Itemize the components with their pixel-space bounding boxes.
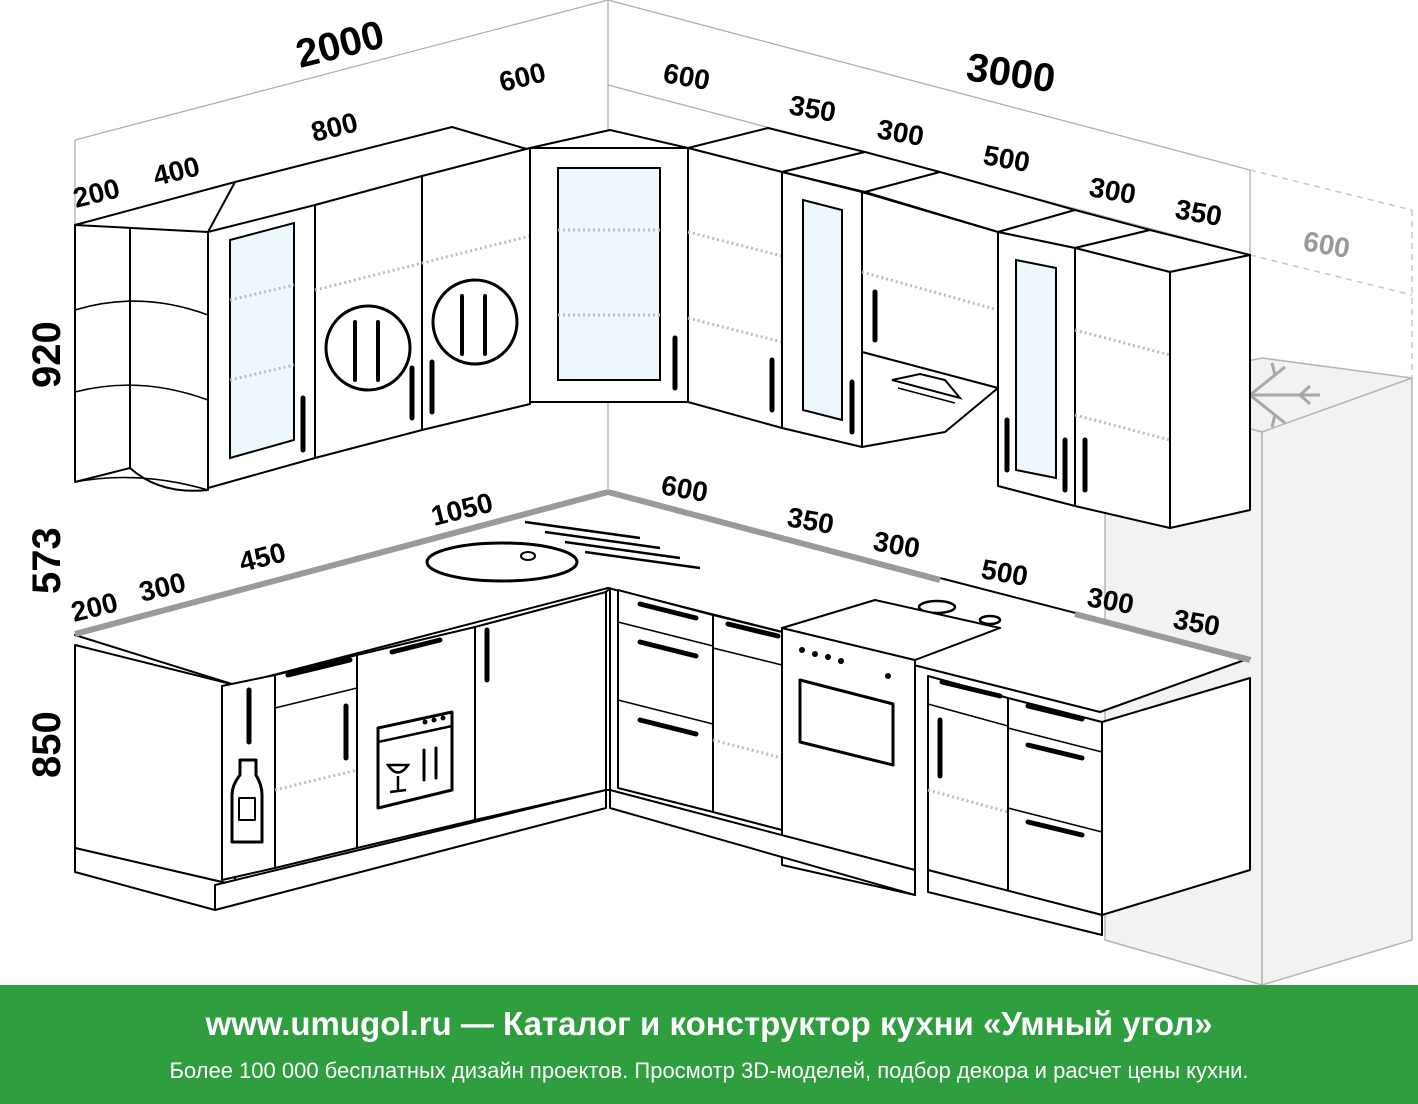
dim-base-right-4: 500 [979, 553, 1030, 592]
dim-upper-right-6: 350 [1173, 193, 1224, 232]
dim-upper-fridge: 600 [1301, 225, 1352, 264]
dim-height-upper: 920 [25, 321, 69, 388]
footer-title[interactable]: www.umugol.ru — Каталог и конструктор ку… [205, 1005, 1213, 1042]
cutlery-plate-icon [431, 278, 519, 366]
dim-upper-right-3: 300 [875, 113, 926, 152]
dim-upper-left-3: 800 [308, 106, 361, 147]
cutlery-plate-icon [324, 304, 412, 392]
dim-upper-left-2: 400 [150, 150, 203, 191]
dim-base-left-2: 300 [136, 566, 189, 607]
dim-base-right-1: 600 [659, 469, 710, 508]
footer-subtitle: Более 100 000 бесплатных дизайн проектов… [169, 1058, 1249, 1083]
dimension-labels: 2000 3000 200 400 800 600 600 350 300 50… [25, 13, 1352, 778]
dim-height-gap: 573 [25, 527, 69, 594]
dim-upper-right-5: 300 [1087, 171, 1138, 210]
footer-banner: www.umugol.ru — Каталог и конструктор ку… [0, 985, 1418, 1104]
bottle-icon [230, 758, 264, 844]
dim-height-base: 850 [25, 711, 69, 778]
base-cabinets-right [605, 587, 1251, 936]
dim-upper-right-4: 500 [981, 139, 1032, 178]
kitchen-diagram: 2000 3000 200 400 800 600 600 350 300 50… [25, 0, 1413, 985]
dim-upper-right-2: 350 [787, 89, 838, 128]
base-cabinets-left [74, 591, 607, 911]
hood-icon [891, 372, 963, 404]
dim-upper-right-1: 600 [661, 57, 712, 96]
dim-upper-left-1: 200 [70, 172, 123, 213]
dishwasher-icon [376, 710, 454, 810]
upper-corner-cabinet [529, 129, 689, 403]
upper-cabinets-left [74, 126, 531, 492]
dim-base-right-2: 350 [785, 501, 836, 540]
dim-base-right-5: 300 [1085, 581, 1136, 620]
dim-upper-left-4: 600 [496, 56, 549, 97]
dim-base-right-3: 300 [871, 525, 922, 564]
sink-icon [425, 520, 701, 583]
upper-cabinets-right [687, 127, 1251, 529]
dim-upper-total-right: 3000 [964, 45, 1058, 101]
dim-upper-total-left: 2000 [292, 13, 389, 77]
dim-base-left-3: 450 [236, 536, 289, 577]
kitchen-drawing: 2000 3000 200 400 800 600 600 350 300 50… [25, 0, 1413, 985]
